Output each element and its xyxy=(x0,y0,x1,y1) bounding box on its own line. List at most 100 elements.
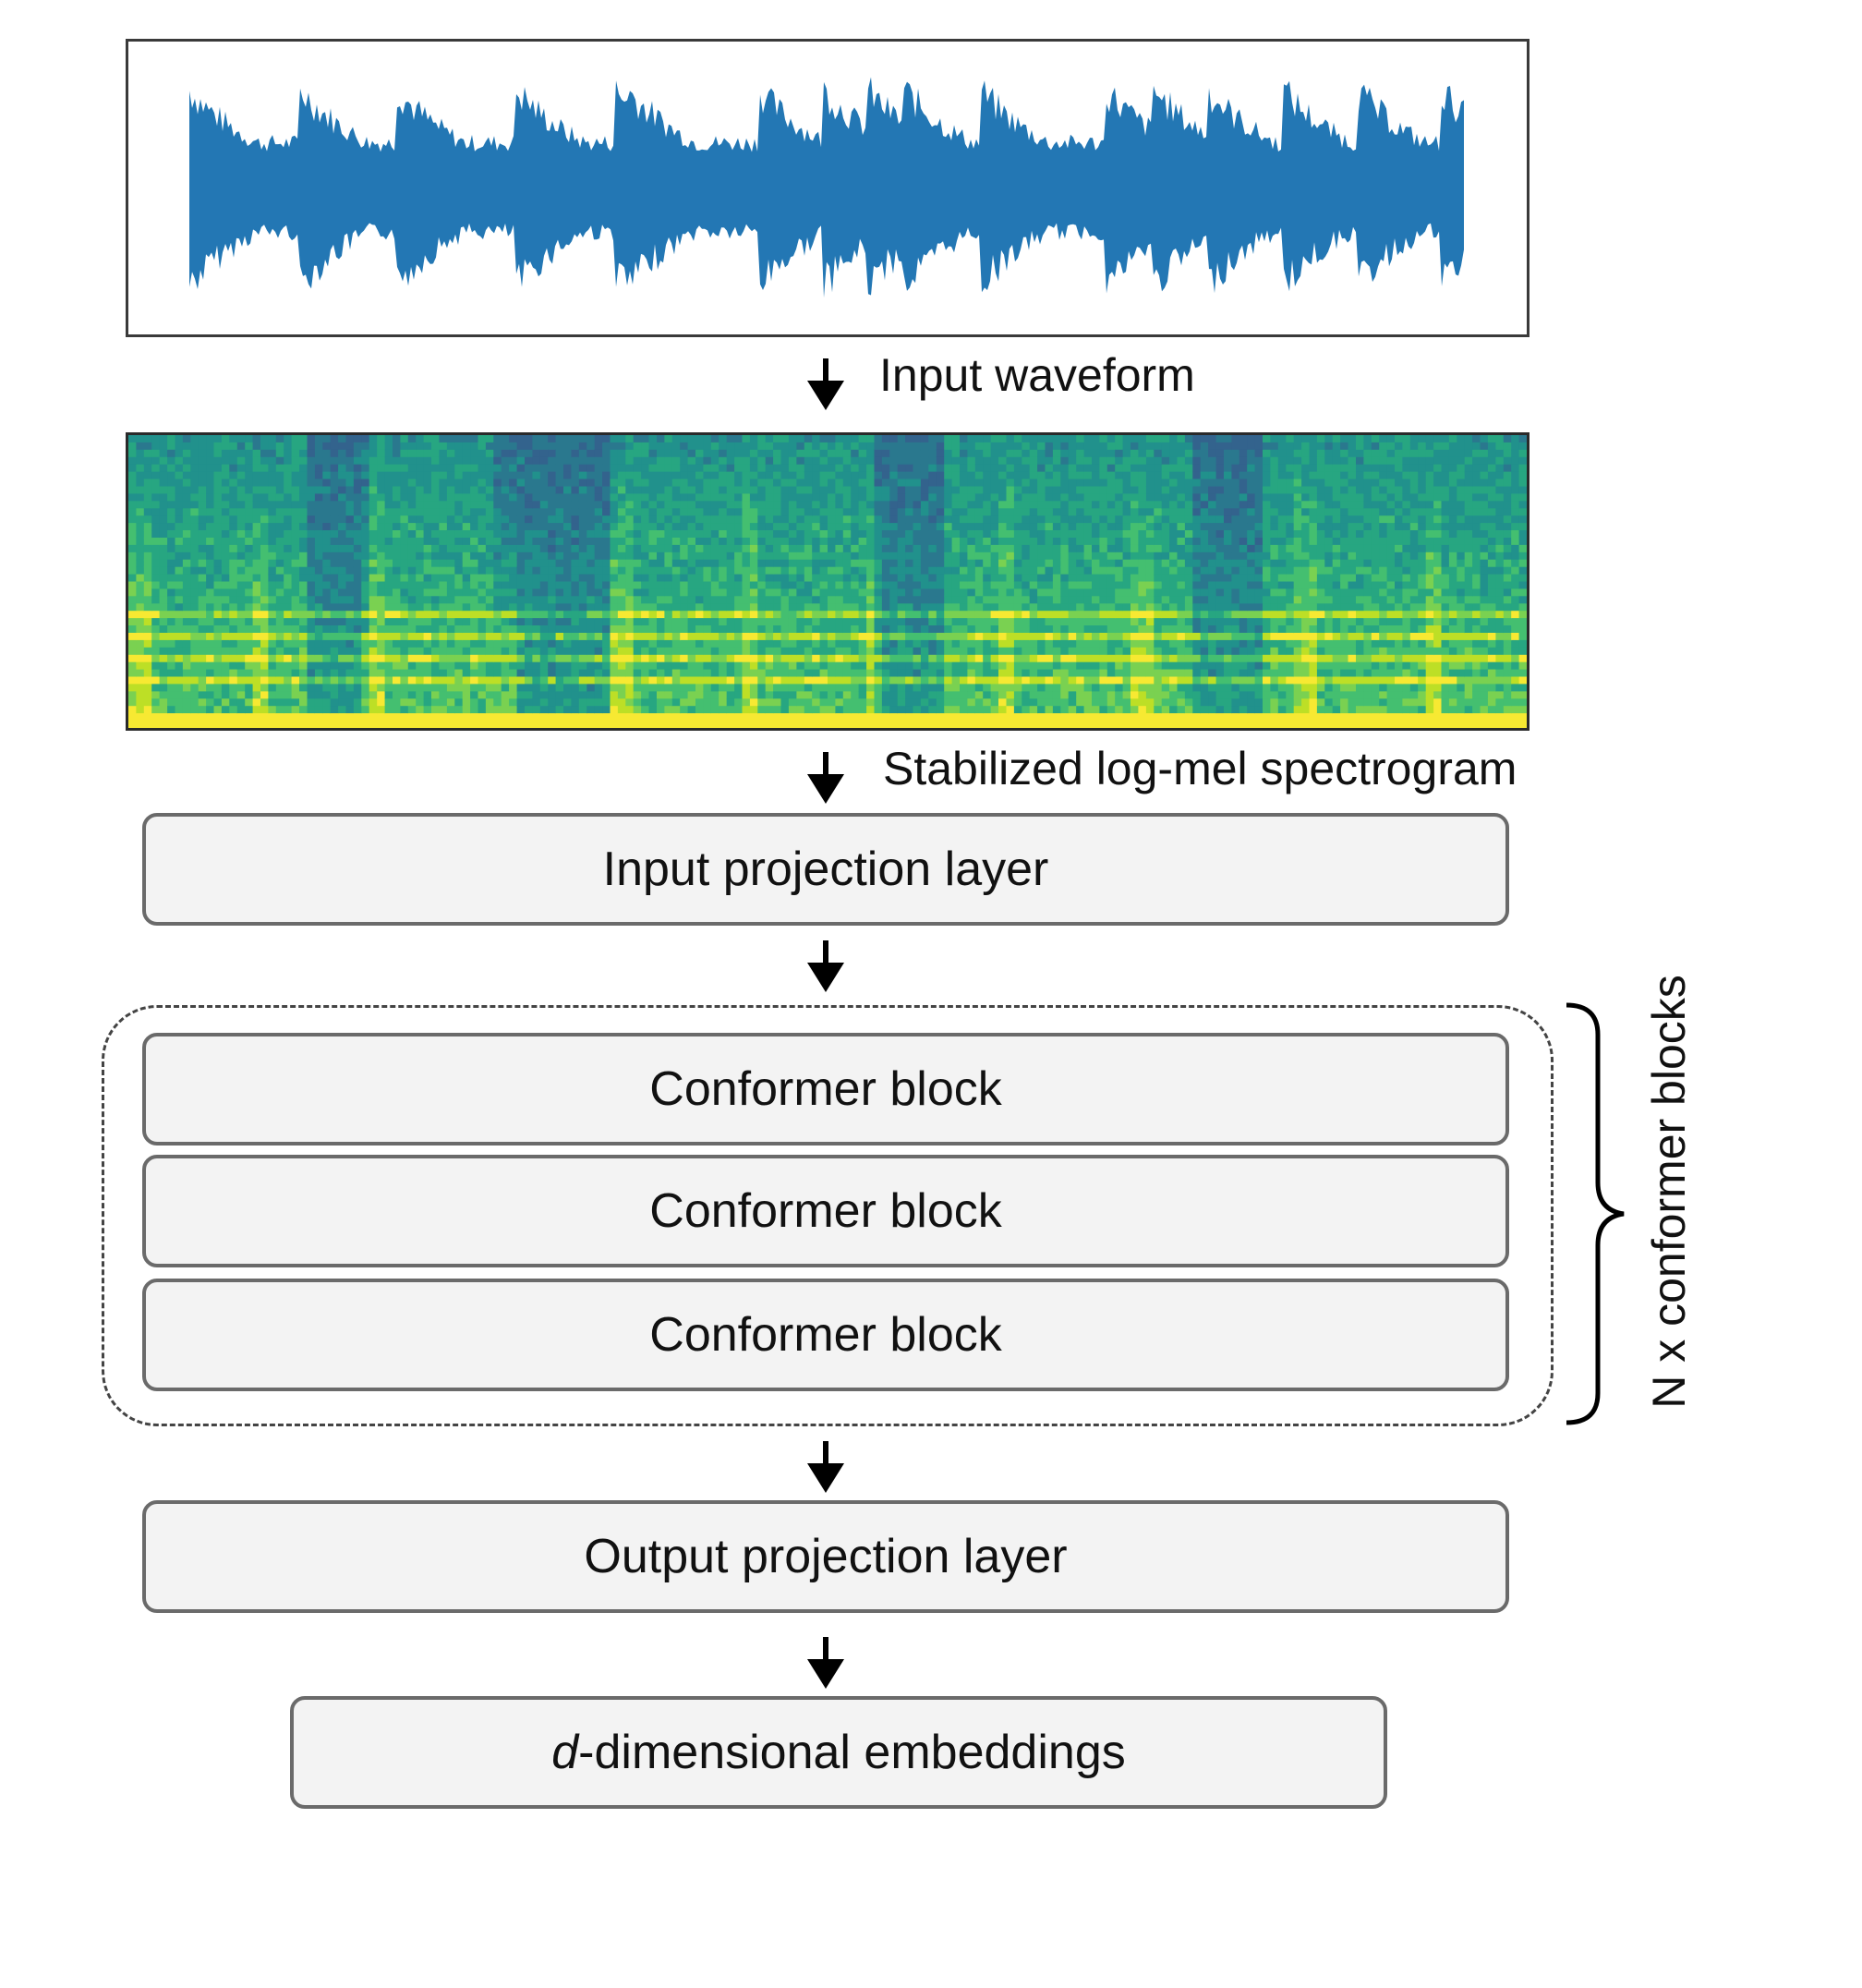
spectrogram-cell xyxy=(190,530,200,539)
spectrogram-cell xyxy=(555,691,564,699)
spectrogram-cell xyxy=(719,676,728,685)
spectrogram-cell xyxy=(571,669,580,678)
spectrogram-cell xyxy=(478,544,487,553)
spectrogram-cell xyxy=(858,713,867,721)
spectrogram-cell xyxy=(1022,523,1031,531)
spectrogram-cell xyxy=(400,493,409,502)
spectrogram-cell xyxy=(284,647,293,656)
spectrogram-cell xyxy=(167,508,176,516)
spectrogram-cell xyxy=(671,493,681,502)
spectrogram-cell xyxy=(338,442,347,451)
spectrogram-cell xyxy=(369,464,378,473)
spectrogram-cell xyxy=(252,508,261,516)
spectrogram-cell xyxy=(563,639,572,649)
spectrogram-cell xyxy=(703,669,712,678)
spectrogram-cell xyxy=(874,442,883,451)
spectrogram-cell xyxy=(268,538,277,546)
spectrogram-cell xyxy=(913,611,922,619)
spectrogram-cell xyxy=(780,515,790,524)
spectrogram-cell xyxy=(439,515,448,524)
spectrogram-cell xyxy=(819,581,828,589)
spectrogram-cell xyxy=(206,479,215,487)
spectrogram-cell xyxy=(617,647,626,656)
spectrogram-cell xyxy=(563,611,572,619)
spectrogram-cell xyxy=(275,544,284,553)
spectrogram-cell xyxy=(602,471,611,480)
spectrogram-cell xyxy=(462,581,471,589)
spectrogram-cell xyxy=(1060,684,1070,692)
spectrogram-cell xyxy=(625,530,635,539)
spectrogram-cell xyxy=(532,669,541,678)
spectrogram-cell xyxy=(851,479,860,487)
spectrogram-cell xyxy=(687,618,696,626)
spectrogram-cell xyxy=(284,508,293,516)
spectrogram-cell xyxy=(167,493,176,502)
spectrogram-cell xyxy=(889,501,899,509)
spectrogram-cell xyxy=(167,639,176,649)
spectrogram-cell xyxy=(431,508,440,516)
spectrogram-cell xyxy=(361,544,370,553)
spectrogram-cell xyxy=(416,530,425,539)
spectrogram-cell xyxy=(555,456,564,466)
spectrogram-cell xyxy=(617,581,626,589)
spectrogram-cell xyxy=(617,538,626,546)
spectrogram-cell xyxy=(641,566,650,576)
spectrogram-cell xyxy=(710,654,719,663)
spectrogram-cell xyxy=(1013,669,1022,678)
spectrogram-cell xyxy=(299,596,308,604)
spectrogram-cell xyxy=(470,471,479,480)
spectrogram-cell xyxy=(812,566,821,576)
spectrogram-cell xyxy=(400,713,409,721)
spectrogram-cell xyxy=(525,479,533,487)
spectrogram-cell xyxy=(1083,574,1093,583)
spectrogram-cell xyxy=(299,691,308,699)
spectrogram-cell xyxy=(726,691,735,699)
spectrogram-cell xyxy=(509,464,518,473)
spectrogram-cell xyxy=(983,501,992,509)
spectrogram-cell xyxy=(1083,654,1093,663)
spectrogram-cell xyxy=(182,523,191,531)
spectrogram-cell xyxy=(206,706,215,714)
spectrogram-cell xyxy=(594,456,603,466)
spectrogram-cell xyxy=(842,471,852,480)
spectrogram-cell xyxy=(1029,456,1038,466)
spectrogram-cell xyxy=(1092,515,1100,524)
spectrogram-cell xyxy=(213,486,223,494)
spectrogram-cell xyxy=(548,721,557,728)
spectrogram-cell xyxy=(835,508,844,516)
spectrogram-cell xyxy=(1092,588,1100,597)
spectrogram-cell xyxy=(400,530,409,539)
spectrogram-cell xyxy=(780,471,790,480)
spectrogram-cell xyxy=(525,633,533,641)
spectrogram-cell xyxy=(236,449,246,458)
spectrogram-cell xyxy=(625,596,635,604)
spectrogram-cell xyxy=(563,691,572,699)
spectrogram-cell xyxy=(221,501,230,509)
spectrogram-cell xyxy=(299,669,308,678)
spectrogram-cell xyxy=(641,588,650,597)
spectrogram-cell xyxy=(812,471,821,480)
spectrogram-cell xyxy=(268,713,277,721)
spectrogram-cell xyxy=(361,501,370,509)
spectrogram-cell xyxy=(493,515,502,524)
spectrogram-cell xyxy=(307,515,316,524)
spectrogram-cell xyxy=(858,508,867,516)
spectrogram-cell xyxy=(610,625,619,634)
spectrogram-cell xyxy=(151,661,161,671)
spectrogram-cell xyxy=(190,669,200,678)
spectrogram-cell xyxy=(416,588,425,597)
spectrogram-cell xyxy=(213,669,223,678)
spectrogram-cell xyxy=(516,661,526,671)
spectrogram-cell xyxy=(571,691,580,699)
spectrogram-cell xyxy=(182,544,191,553)
spectrogram-cell xyxy=(703,552,712,561)
spectrogram-cell xyxy=(974,618,984,626)
spectrogram-cell xyxy=(555,435,564,443)
spectrogram-cell xyxy=(470,449,479,458)
spectrogram-cell xyxy=(555,442,564,451)
spectrogram-cell xyxy=(361,471,370,480)
spectrogram-cell xyxy=(407,611,417,619)
spectrogram-cell xyxy=(835,493,844,502)
spectrogram-cell xyxy=(291,639,300,649)
spectrogram-cell xyxy=(439,544,448,553)
